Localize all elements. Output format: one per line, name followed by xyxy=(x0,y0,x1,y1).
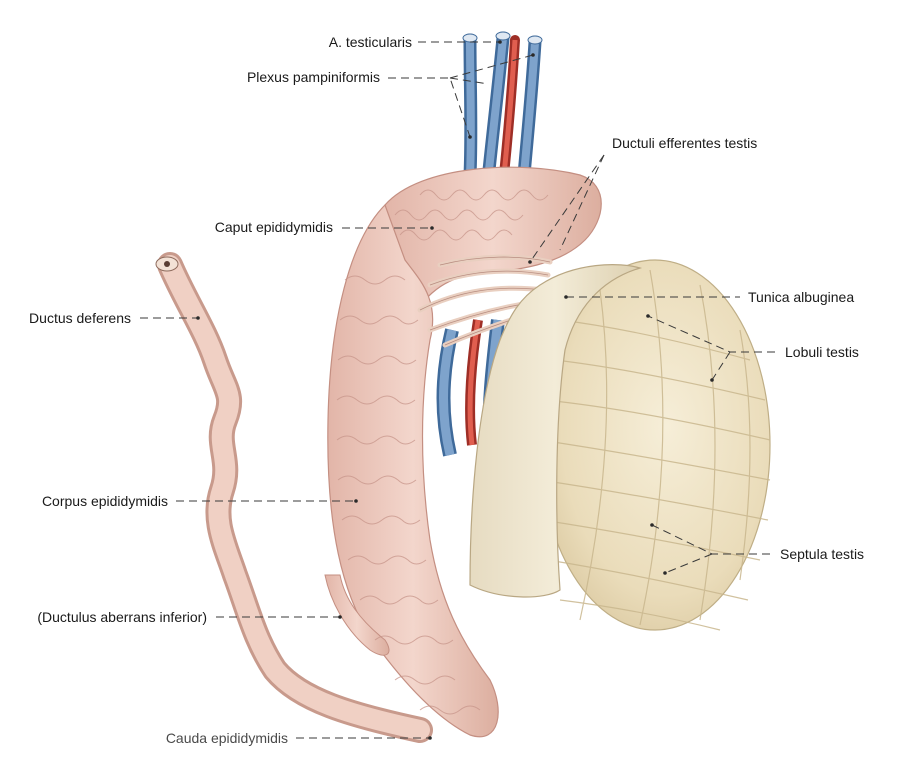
label-corpus-epididymidis: Corpus epididymidis xyxy=(42,493,168,509)
epididymis xyxy=(324,166,602,738)
corpus-shape xyxy=(327,203,499,738)
label-plexus-pampiniformis: Plexus pampiniformis xyxy=(247,69,380,85)
label-septula-testis: Septula testis xyxy=(780,546,864,562)
label-lobuli-testis: Lobuli testis xyxy=(785,344,859,360)
tunica-albuginea-band xyxy=(469,264,643,598)
ductus-deferens xyxy=(155,252,433,743)
label-ductulus-aberrans: (Ductulus aberrans inferior) xyxy=(37,609,207,625)
testis xyxy=(469,259,771,631)
label-ductus-deferens: Ductus deferens xyxy=(29,310,131,326)
ductulus-aberrans-shape xyxy=(324,574,390,656)
label-a-testicularis: A. testicularis xyxy=(329,34,412,50)
label-tunica-albuginea: Tunica albuginea xyxy=(748,289,854,305)
label-cauda-epididymidis: Cauda epididymidis xyxy=(166,730,288,746)
label-ductuli-efferentes: Ductuli efferentes testis xyxy=(612,135,757,151)
label-caput-epididymidis: Caput epididymidis xyxy=(215,219,333,235)
labels: A. testicularis Plexus pampiniformis Duc… xyxy=(29,34,864,746)
